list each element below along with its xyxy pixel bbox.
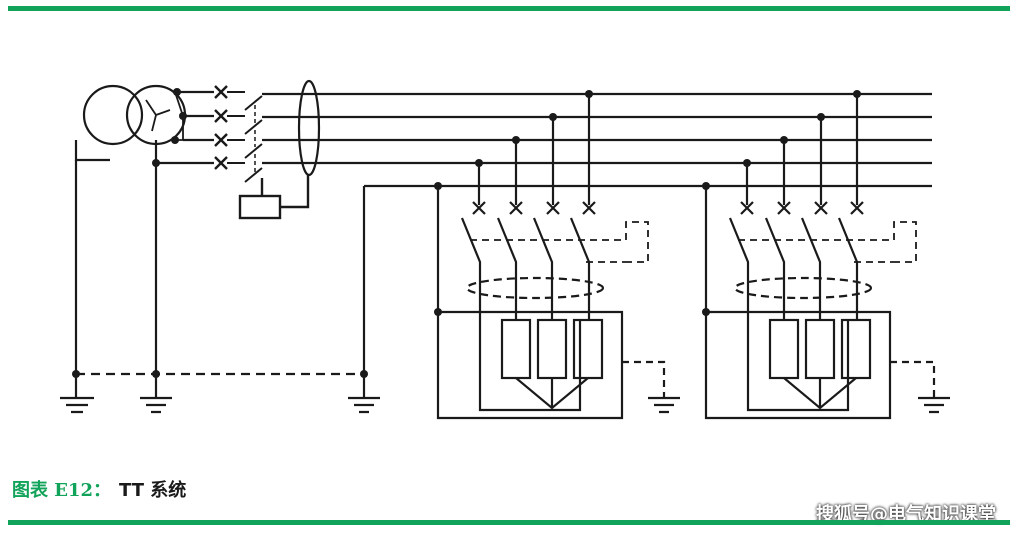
earth-leads	[74, 140, 158, 374]
caption-name: TT 系统	[119, 480, 187, 501]
top-green-bar	[8, 6, 1010, 11]
caption-prefix: 图表 E12：	[12, 480, 112, 501]
transformer	[74, 84, 187, 162]
busbars	[262, 92, 932, 374]
transformer-outputs	[156, 90, 214, 165]
watermark: 搜狐号@电气知识课堂	[816, 504, 996, 525]
load-circuit-2	[704, 94, 936, 420]
junction-dots	[72, 88, 861, 378]
bottom-green-bar	[8, 520, 1010, 525]
load-circuit-1	[436, 94, 666, 420]
main-breaker	[214, 85, 310, 220]
figure-caption: 图表 E12： TT 系统	[12, 476, 186, 502]
ground-symbols	[60, 374, 950, 414]
current-sensor	[297, 79, 321, 177]
